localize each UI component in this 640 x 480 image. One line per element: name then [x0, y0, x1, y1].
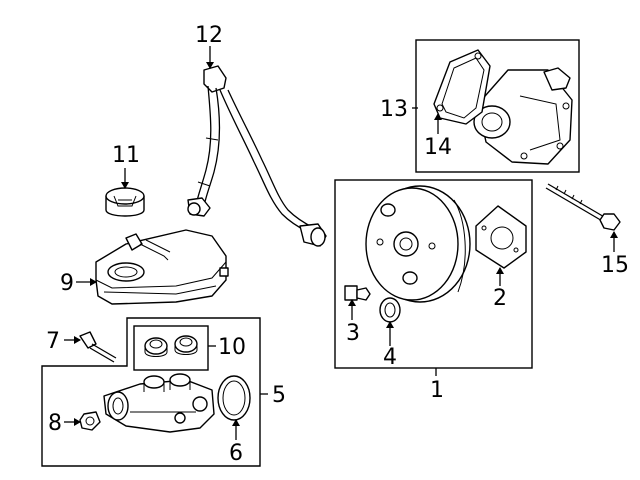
brake-booster[interactable]	[365, 185, 471, 303]
callout-14: 14	[424, 135, 452, 160]
callout-7: 7	[46, 329, 60, 354]
callout-5: 5	[272, 383, 286, 408]
level-sensor[interactable]	[79, 331, 117, 363]
pump-gasket[interactable]	[433, 49, 491, 125]
callout-2: 2	[493, 286, 507, 311]
check-valve[interactable]	[344, 285, 371, 301]
callout-6: 6	[229, 441, 243, 466]
bolt[interactable]	[545, 183, 621, 231]
callout-1: 1	[430, 378, 444, 403]
callout-3: 3	[346, 321, 360, 346]
callout-9: 9	[60, 271, 74, 296]
o-ring[interactable]	[217, 375, 251, 421]
callout-4: 4	[383, 345, 397, 370]
leader-lines	[64, 46, 618, 440]
brake-fluid-reservoir[interactable]	[95, 229, 229, 305]
booster-gasket[interactable]	[475, 205, 527, 269]
grommet[interactable]	[379, 297, 401, 323]
master-cylinder[interactable]	[103, 373, 215, 433]
vacuum-pump-box	[415, 39, 580, 173]
seal-kit-box	[133, 325, 209, 371]
brake-booster-box	[334, 179, 533, 369]
callout-11: 11	[112, 143, 140, 168]
vacuum-hose[interactable]	[187, 65, 327, 247]
callout-13: 13	[380, 97, 408, 122]
callout-10: 10	[218, 335, 246, 360]
master-cylinder-box	[41, 317, 261, 467]
nut[interactable]	[79, 411, 101, 431]
reservoir-cap[interactable]	[105, 187, 145, 217]
callout-12: 12	[195, 23, 223, 48]
reservoir-seals[interactable]	[144, 335, 198, 357]
callout-8: 8	[48, 411, 62, 436]
vacuum-pump[interactable]	[473, 67, 573, 165]
callout-15: 15	[601, 253, 629, 278]
